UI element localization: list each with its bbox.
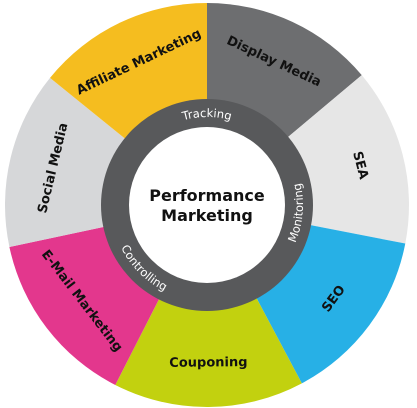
center-title-line2: Marketing (161, 206, 253, 225)
center-disc (129, 127, 285, 283)
center-title-line1: Performance (149, 186, 265, 205)
segment-label-couponing: Couponing (169, 355, 247, 371)
segment-label-sea: SEA (349, 150, 371, 181)
